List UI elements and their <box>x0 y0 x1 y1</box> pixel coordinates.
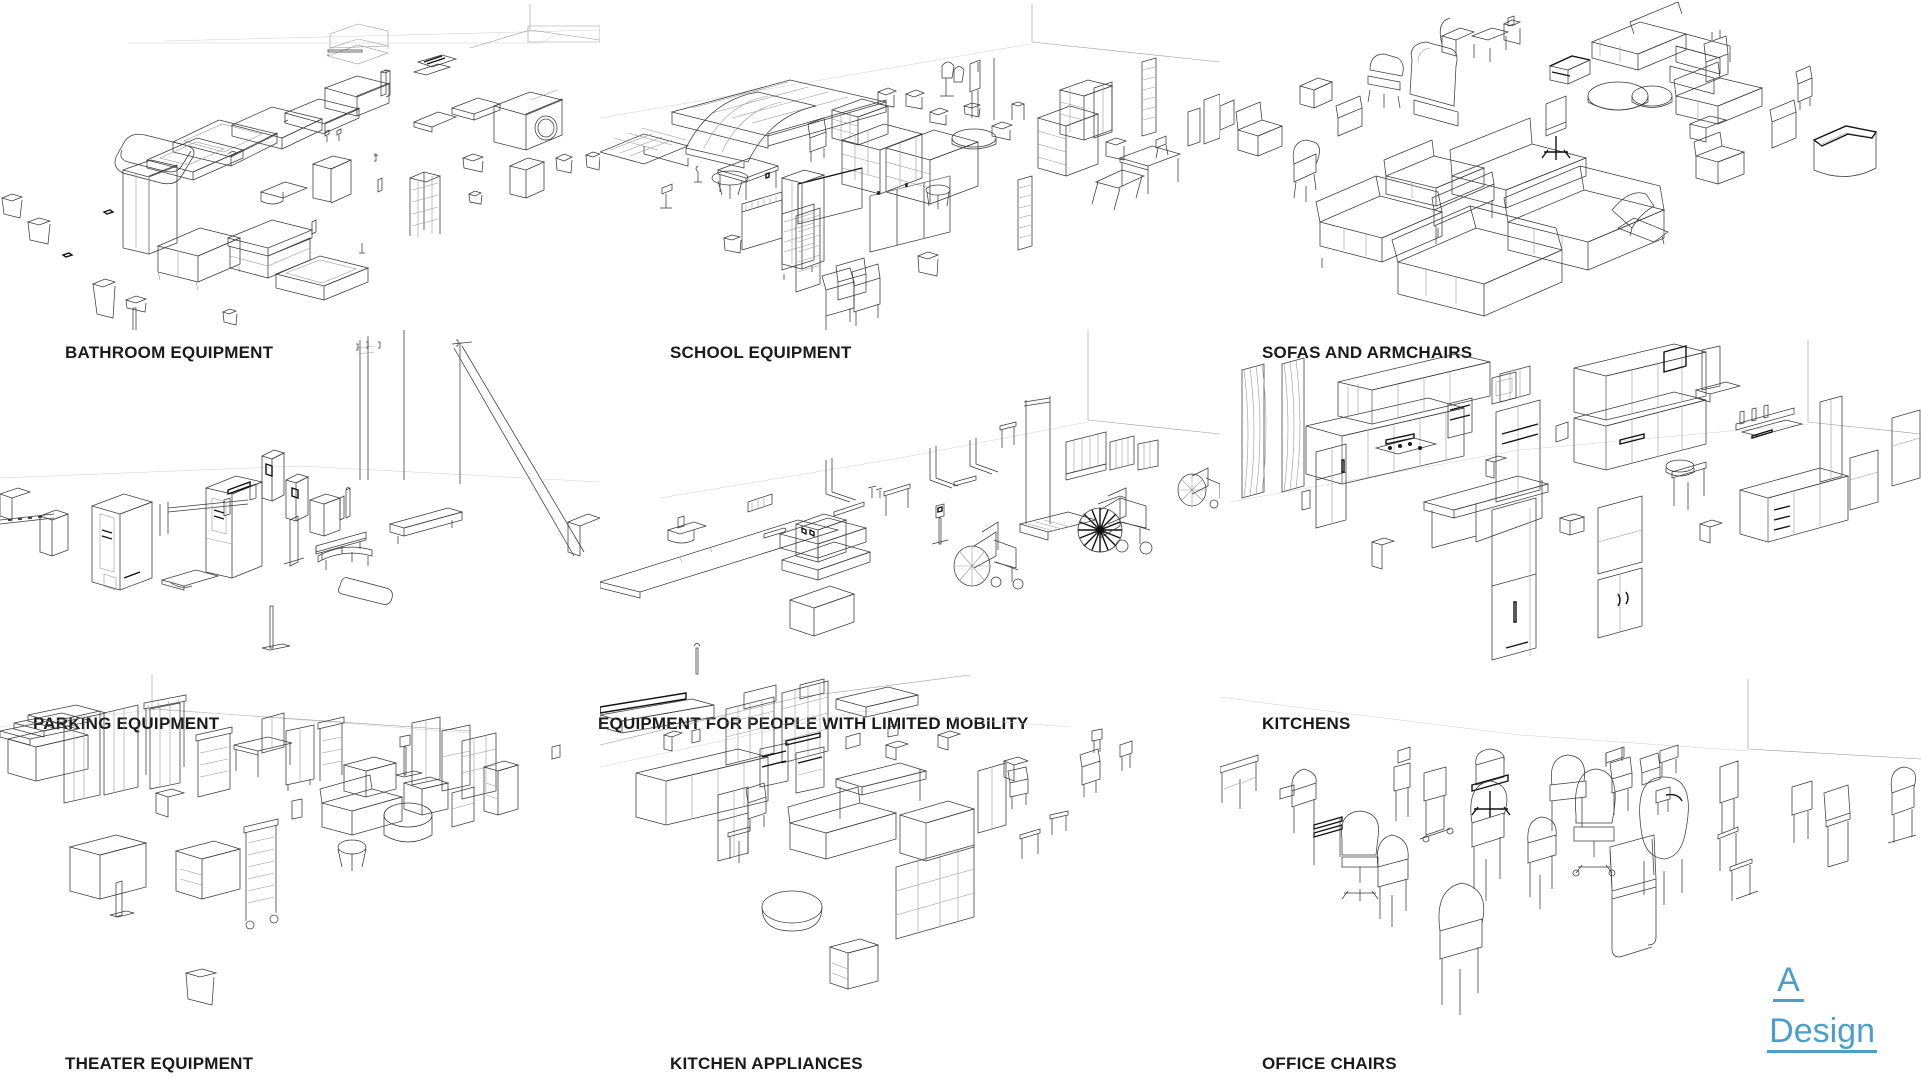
panel-label-sofas-and-armchairs: SOFAS AND ARMCHAIRS <box>1262 343 1473 362</box>
panel-office-chairs[interactable] <box>1220 675 1921 1045</box>
brand-logo-letter-row: A <box>1767 963 1877 1002</box>
sofas-and-armchairs-artwork <box>1220 0 1921 330</box>
panel-label-equipment-for-people-with-limited-mobility: EQUIPMENT FOR PEOPLE WITH LIMITED MOBILI… <box>598 714 1029 733</box>
kitchens-artwork <box>1220 330 1921 675</box>
panel-label-office-chairs: OFFICE CHAIRS <box>1262 1054 1397 1073</box>
panel-label-theater-equipment: THEATER EQUIPMENT <box>65 1054 254 1073</box>
school-equipment-artwork <box>600 0 1220 330</box>
bathroom-equipment-artwork <box>0 0 600 330</box>
limited-mobility-equipment-artwork <box>600 330 1220 675</box>
panel-school-equipment[interactable] <box>600 0 1220 330</box>
panel-equipment-for-people-with-limited-mobility[interactable] <box>600 330 1220 675</box>
panel-label-kitchens: KITCHENS <box>1262 714 1351 733</box>
panel-bathroom-equipment[interactable] <box>0 0 600 330</box>
brand-logo[interactable]: A Design <box>1767 963 1877 1053</box>
panel-kitchen-appliances[interactable] <box>600 675 1220 1045</box>
panel-kitchens[interactable] <box>1220 330 1921 675</box>
panel-parking-equipment[interactable] <box>0 330 600 675</box>
panel-label-kitchen-appliances: KITCHEN APPLIANCES <box>670 1054 863 1073</box>
theater-equipment-artwork <box>0 675 600 1045</box>
office-chairs-artwork <box>1220 675 1921 1045</box>
panel-label-school-equipment: SCHOOL EQUIPMENT <box>670 343 852 362</box>
kitchen-appliances-artwork <box>600 675 1220 1045</box>
panel-sofas-and-armchairs[interactable] <box>1220 0 1921 330</box>
panel-label-bathroom-equipment: BATHROOM EQUIPMENT <box>65 343 274 362</box>
parking-equipment-artwork <box>0 330 600 675</box>
brand-logo-word-row: Design <box>1767 1002 1877 1053</box>
brand-logo-word: Design <box>1767 1014 1877 1053</box>
panel-label-parking-equipment: PARKING EQUIPMENT <box>33 714 220 733</box>
brand-logo-letter: A <box>1773 963 1804 1002</box>
panel-theater-equipment[interactable] <box>0 675 600 1045</box>
